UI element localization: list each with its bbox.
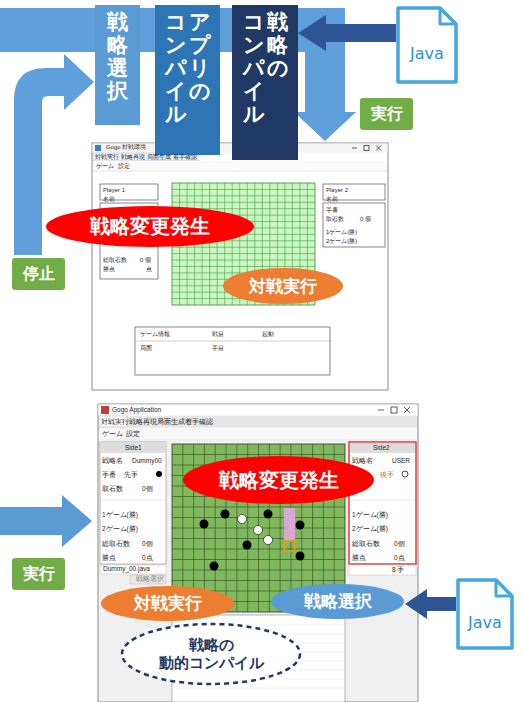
state-ellipse: 対戦実行 (222, 267, 344, 305)
ui-text: 着手確認 (185, 418, 213, 426)
ui-text: 0個 (394, 540, 405, 548)
node-text: Java (468, 613, 502, 632)
ui-text: 設定 (118, 163, 130, 170)
state-ellipse: 戦略選択 (270, 583, 405, 620)
ui-text: 戦略再現 (129, 418, 157, 426)
dashed-ellipse: 戦略の 動的コンパイル (120, 622, 302, 686)
ui-text: 0 個 (360, 216, 371, 223)
ui-text: 取石数 (102, 485, 123, 493)
ui-text: Dummy00 (132, 457, 162, 465)
event-ellipse: 戦略変更発生 (182, 455, 375, 505)
ui-text: Side1 (125, 444, 142, 452)
ui-text: 0点 (142, 554, 153, 562)
ui-text: 0 個 (140, 257, 151, 264)
node-text: 実行 (371, 104, 403, 125)
ui-text: 設定 (126, 430, 140, 438)
ui-text: 1ゲーム(勝) (326, 229, 357, 236)
ui-text: 対戦実行 (95, 154, 119, 161)
run-arrow (0, 495, 92, 547)
node-text: 対戦実行 (134, 592, 202, 615)
ui-text: 総取石数 (102, 540, 130, 548)
node-text: 対戦実行 (249, 275, 317, 298)
ui-text: 0個 (142, 540, 153, 548)
ui-text: ゲーム情報 (140, 331, 170, 338)
ui-text: 0点 (394, 554, 405, 562)
ui-text: 後手 (380, 471, 394, 479)
ui-text: Player 2 (326, 187, 348, 194)
ui-text: Player 1 (103, 187, 125, 194)
ui-text: 勝点 (352, 554, 366, 562)
java-file: Java (396, 6, 458, 84)
node-text: 戦略選択 (107, 11, 128, 103)
ui-text: 2ゲーム(勝) (352, 525, 388, 533)
process-box: 戦略選択 (95, 5, 140, 125)
state-ellipse: 対戦実行 (100, 585, 235, 622)
node-text: Java (410, 44, 444, 63)
ui-text: 対戦実行 (101, 418, 129, 426)
app-window (98, 404, 418, 702)
ui-text: 局面生成 (147, 154, 171, 161)
node-text: 戦略変更発生 (90, 213, 210, 240)
process-box: 戦略のコンパイル (232, 5, 298, 160)
ui-text: Gogo 対戦環境 (106, 144, 146, 151)
ui-text: 勝点 (102, 554, 116, 562)
ui-text: 着手確認 (173, 154, 197, 161)
block-arrow (405, 589, 456, 619)
event-ellipse: 戦略変更発生 (45, 205, 255, 248)
ui-text: 名前 (103, 196, 115, 203)
ui-text: 2ゲーム(勝) (326, 238, 357, 245)
ui-text: 手番 (102, 471, 116, 479)
java-file: Java (456, 578, 514, 650)
ui-text: 戦目 (212, 331, 224, 338)
ui-text: 戦略選択 (136, 575, 164, 583)
node-text: 戦略の (267, 11, 288, 80)
node-text: 戦略の 動的コンパイル (134, 636, 288, 672)
ui-text: 局面 (140, 345, 152, 352)
ui-text: 2ゲーム(勝) (102, 525, 138, 533)
ui-text: 取石数 (326, 216, 344, 223)
node-text: コンパイル (165, 11, 186, 126)
node-text: 実行 (23, 564, 55, 585)
ui-text: 戦略名 (102, 457, 123, 465)
ui-text: Side2 (373, 444, 390, 452)
ui-text: 勝点 (103, 266, 115, 273)
ui-text: 8 手 (392, 566, 404, 574)
app-window (92, 143, 388, 390)
ui-text: 点 (146, 266, 152, 273)
ui-text: 手目 (212, 345, 224, 352)
node-text: 戦略選択 (304, 590, 372, 613)
block-arrow (298, 15, 396, 51)
ui-text: 0個 (142, 485, 153, 493)
node-text: 戦略変更発生 (219, 467, 339, 494)
node-text: アプリの (189, 11, 210, 103)
ui-text: 総取石数 (103, 257, 127, 264)
ui-text: 先手 (124, 471, 138, 479)
ui-text: Gogo Application (112, 406, 161, 414)
ui-text: 手番 (326, 207, 338, 214)
node-text: コンパイル (243, 11, 264, 126)
step-tag: 実行 (12, 558, 65, 590)
ui-text: 1ゲーム(勝) (352, 511, 388, 519)
step-tag: 停止 (12, 258, 65, 290)
process-box: アプリのコンパイル (155, 5, 220, 155)
ui-text: 戦略名 (352, 457, 373, 465)
step-tag: 実行 (360, 98, 413, 130)
ui-text: 総取石数 (352, 540, 380, 548)
ui-text: 戦略再現 (121, 154, 145, 161)
ui-text: ゲーム (96, 163, 114, 170)
ui-text: ゲーム (102, 430, 123, 438)
ui-text: 起動 (262, 331, 274, 338)
ui-text: Dummy_00.java (103, 565, 150, 573)
node-text: 停止 (23, 264, 55, 285)
ui-text: 名前 (326, 196, 338, 203)
ui-text: 局面生成 (157, 418, 185, 426)
ui-text: 1ゲーム(勝) (102, 511, 138, 519)
ui-text: USER (392, 457, 410, 465)
